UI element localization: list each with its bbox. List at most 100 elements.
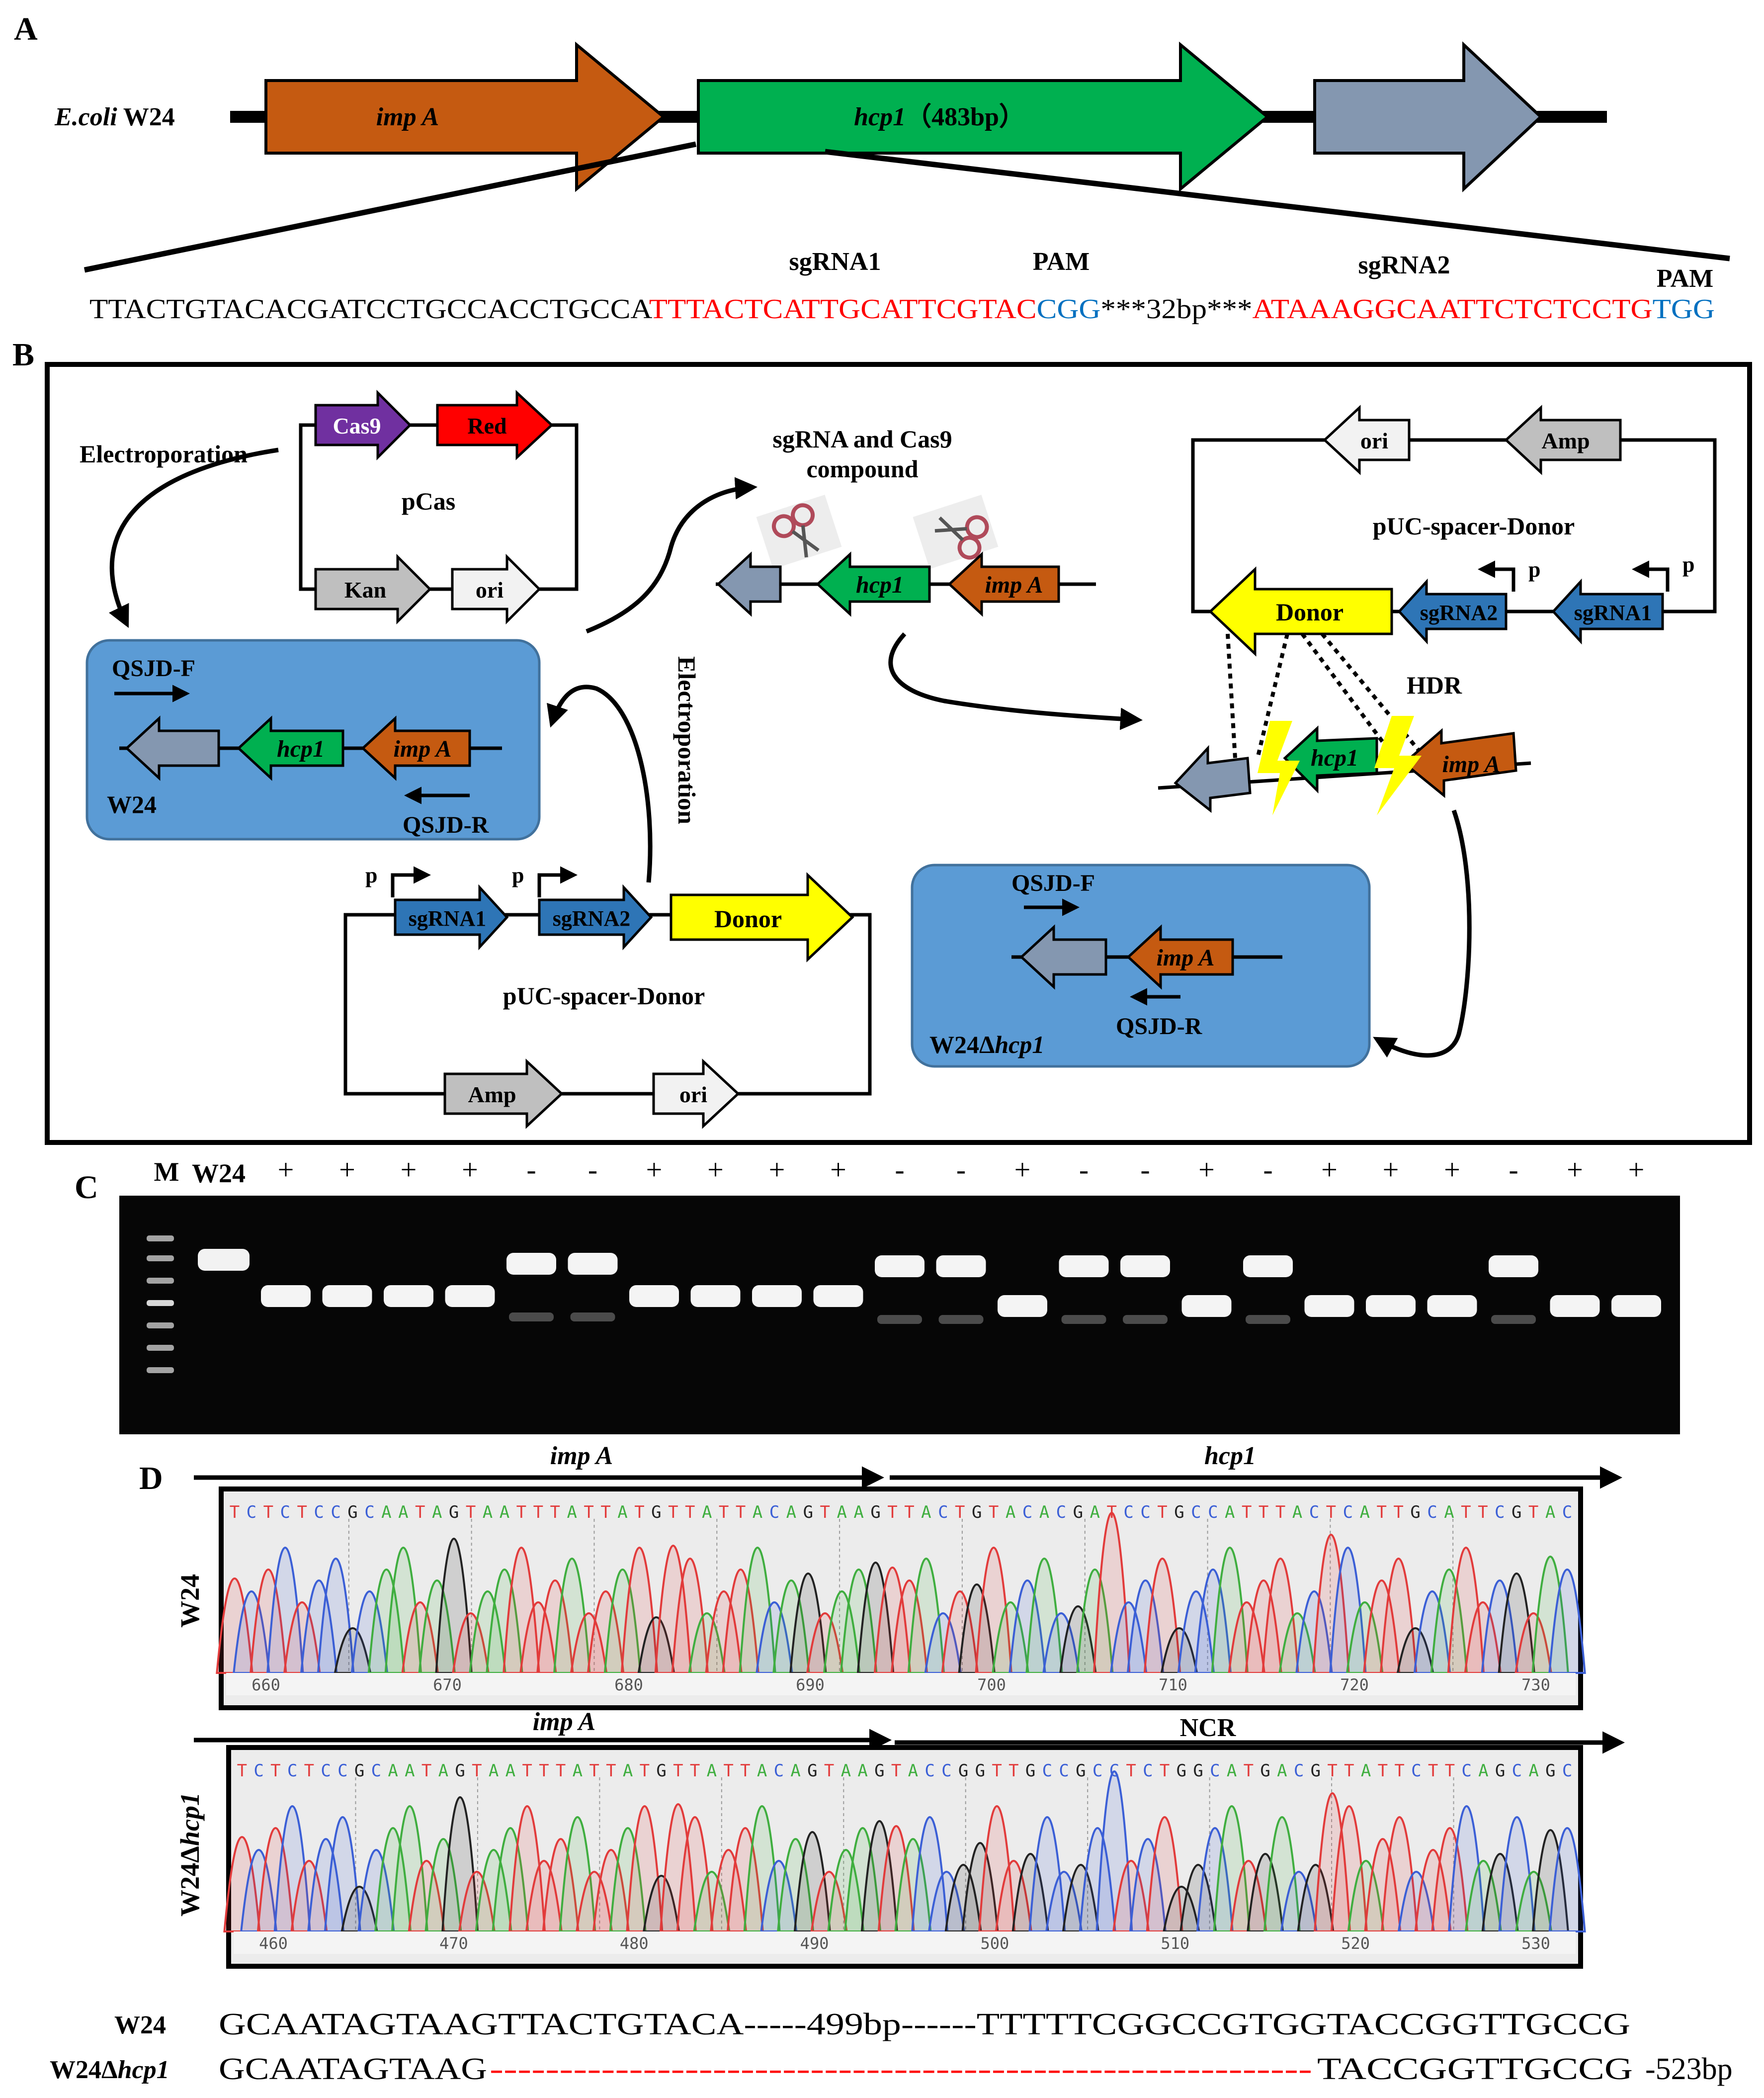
lane-label: -	[1079, 1153, 1089, 1186]
deletion-band	[752, 1285, 802, 1307]
puc-right-amp-label: Amp	[1541, 428, 1590, 453]
position-tick: 460	[259, 1934, 288, 1953]
trace-peak	[435, 1538, 473, 1674]
trace-peak	[357, 1849, 395, 1932]
marker-band	[147, 1345, 174, 1351]
trace-peak	[233, 1590, 270, 1674]
puc-bottom-p1: p	[365, 863, 377, 887]
top-chromatogram-label: W24	[175, 1574, 205, 1628]
wildtype-band	[1059, 1255, 1109, 1277]
trace-peak	[424, 1838, 462, 1932]
trace-peak	[559, 1816, 596, 1932]
base-call: A	[432, 1502, 442, 1522]
deletion-band	[1427, 1295, 1477, 1317]
position-tick: 710	[1159, 1675, 1187, 1694]
alignment-mutant-deletion: ----------------------------------------…	[490, 2052, 1312, 2086]
base-call: A	[617, 1502, 627, 1522]
trace-peak	[1397, 1871, 1435, 1932]
lane-label: +	[1383, 1153, 1399, 1186]
base-call: C	[287, 1761, 297, 1781]
wildtype-band	[506, 1253, 556, 1275]
lane-label: +	[830, 1153, 846, 1186]
trace-peak	[1045, 1871, 1083, 1932]
mutant-qsjd-r-label: QSJD-R	[1116, 1013, 1203, 1040]
base-call: T	[723, 1761, 733, 1781]
trace-peak	[827, 1849, 865, 1932]
base-call: T	[1378, 1761, 1388, 1781]
base-call: T	[1528, 1502, 1538, 1522]
lane-label: +	[769, 1153, 785, 1186]
trace-peak	[1364, 1838, 1402, 1932]
trace-peak	[1278, 1612, 1316, 1674]
w24-impA-arrow	[361, 715, 471, 781]
base-call: A	[921, 1502, 931, 1522]
trace-peak	[1347, 1860, 1385, 1932]
trace-peak	[1025, 1558, 1063, 1674]
base-call: T	[1126, 1761, 1136, 1781]
faint-band	[877, 1315, 922, 1324]
complex-impA-arrow	[947, 551, 1060, 617]
trace-peak	[877, 1825, 915, 1932]
mutant-strain-label: W24Δhcp1	[929, 1031, 1044, 1058]
mutant-impA-arrow	[1126, 924, 1234, 990]
trace-peak	[1109, 1601, 1148, 1674]
deletion-band	[1304, 1295, 1354, 1317]
trace-peak	[350, 1590, 389, 1674]
position-tick: 510	[1161, 1934, 1189, 1953]
trace-peak	[1498, 1573, 1536, 1674]
base-call: A	[702, 1502, 712, 1522]
base-call: A	[1227, 1761, 1237, 1781]
lane-label: +	[1014, 1153, 1031, 1186]
base-call: T	[668, 1502, 678, 1522]
trace-peak	[1163, 1886, 1200, 1932]
position-tick: 530	[1521, 1934, 1550, 1953]
complex-impA-label: imp A	[985, 572, 1043, 598]
position-ruler	[226, 1673, 1576, 1695]
trace-peak	[907, 1558, 945, 1674]
base-call: A	[388, 1761, 398, 1781]
base-call: T	[673, 1761, 683, 1781]
trace-peak	[592, 1849, 630, 1932]
trace-peak	[391, 1805, 428, 1932]
base-call: T	[992, 1761, 1002, 1781]
trace-peak	[927, 1871, 966, 1932]
trace-peak	[1396, 1627, 1434, 1674]
lane-label: +	[1198, 1153, 1215, 1186]
base-call: C	[1562, 1502, 1572, 1522]
trace-peak	[671, 1558, 709, 1674]
trace-peak	[1213, 1805, 1251, 1932]
trace-peak	[676, 1816, 714, 1932]
trace-peak	[978, 1805, 1016, 1932]
base-call: A	[405, 1761, 415, 1781]
trace-peak	[1431, 1827, 1469, 1932]
base-call: G	[354, 1761, 364, 1781]
trace-peak	[283, 1601, 321, 1674]
marker-band	[147, 1367, 174, 1373]
faint-band	[1123, 1315, 1168, 1324]
trace-peak	[334, 1627, 372, 1674]
alignment-deletion-note: -523bp	[1645, 2052, 1733, 2086]
base-call: T	[263, 1502, 273, 1522]
puc-right-sgRNA1-arrow	[1551, 578, 1664, 645]
trace-peak	[1464, 1601, 1502, 1674]
trace-peak	[1481, 1579, 1519, 1674]
trace-peak	[1160, 1627, 1198, 1674]
base-call: A	[623, 1761, 633, 1781]
trace-peak	[1177, 1590, 1215, 1674]
panel-c-label: C	[75, 1169, 98, 1206]
deletion-band	[384, 1285, 433, 1307]
base-call: C	[1092, 1761, 1102, 1781]
puc-bottom-ori-label: ori	[679, 1082, 707, 1107]
trace-peak	[1548, 1827, 1586, 1932]
trace-peak	[873, 1567, 912, 1674]
trace-peak	[739, 1547, 776, 1674]
wildtype-band	[936, 1255, 986, 1277]
puc-bottom-amp-label: Amp	[468, 1082, 516, 1107]
base-call: A	[505, 1761, 515, 1781]
base-call: T	[466, 1502, 476, 1522]
marker-band	[147, 1322, 174, 1328]
marker-band	[147, 1300, 174, 1306]
base-call: T	[1344, 1761, 1354, 1781]
base-call: T	[1259, 1502, 1268, 1522]
base-call: C	[1210, 1761, 1220, 1781]
